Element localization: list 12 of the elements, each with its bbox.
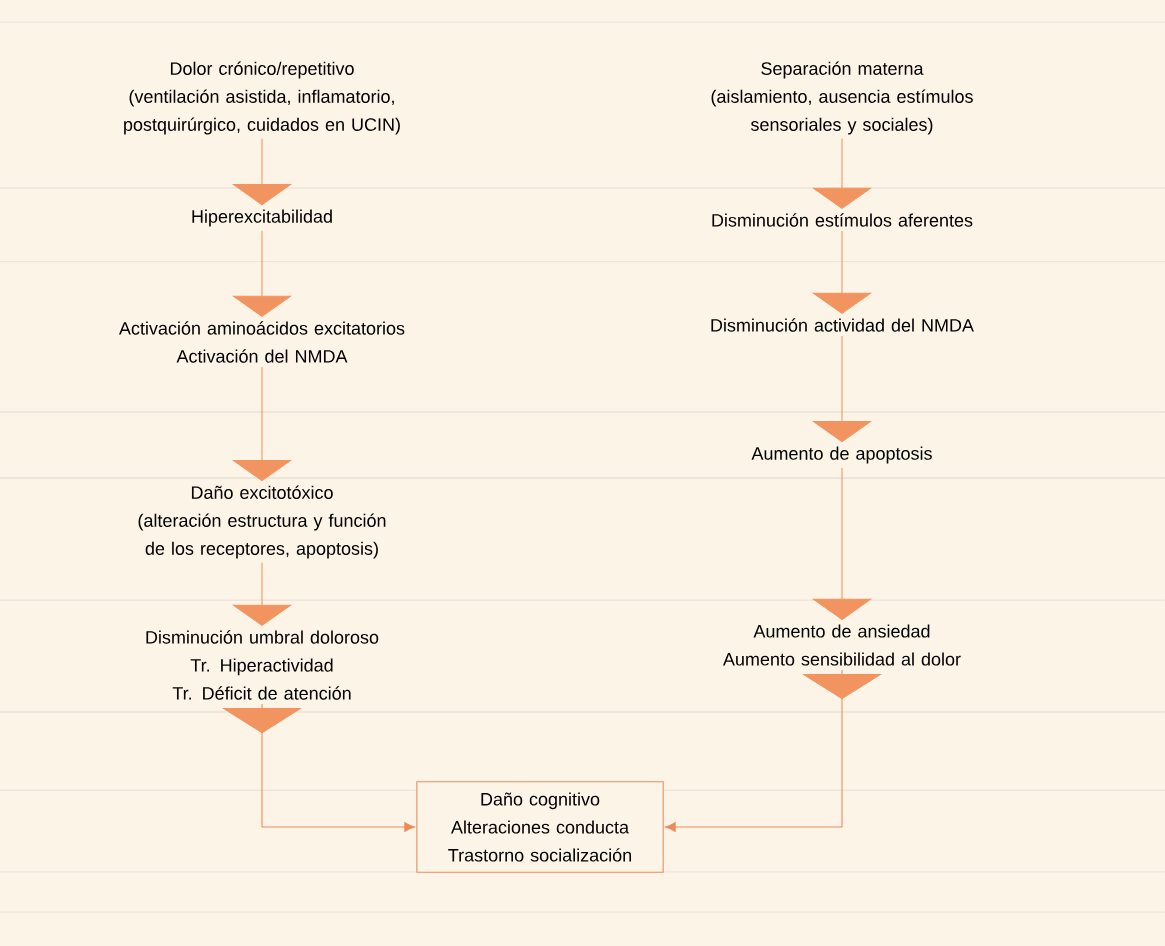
- step-text: Disminución actividad del NMDA: [711, 318, 974, 332]
- outcome-box: Daño cognitivo Alteraciones conducta Trastorno socialización: [416, 781, 664, 873]
- step-text: Disminución umbral doloroso Tr. Hiperactividad Tr. Déficit de atención: [146, 630, 379, 700]
- step-text: Aumento de ansiedad Aumento sensibilidad al dolor: [723, 624, 961, 666]
- step-text: Activación aminoácidos excitatorios Activación del NMDA: [119, 321, 405, 363]
- arrow: [665, 669, 883, 832]
- step-text: Disminución estímulos aferentes: [712, 213, 973, 227]
- step-text: Daño excitotóxico (alteración estructura y función de los receptores, apoptosis): [138, 485, 386, 559]
- step-text: Dolor crónico/repetitivo (ventilación asistida, inflamatorio, postquirúrgico, cuidados en UCIN): [124, 61, 400, 135]
- step-text: Hiperexcitabilidad: [192, 209, 332, 227]
- step-text: Separación materna (aislamiento, ausencia estímulos sensoriales y sociales): [711, 61, 973, 135]
- step-text: Aumento de apoptosis: [751, 446, 932, 464]
